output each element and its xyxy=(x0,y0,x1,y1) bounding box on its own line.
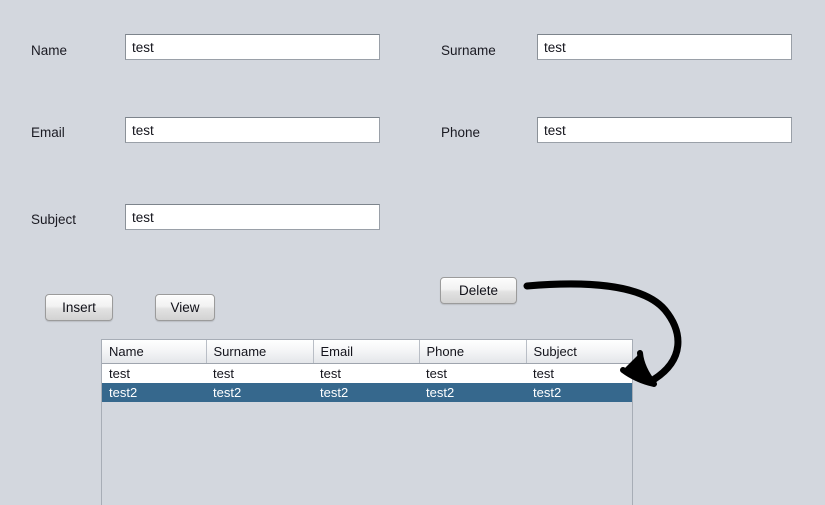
cell-surname: test2 xyxy=(206,383,313,402)
table-row-selected[interactable]: test2 test2 test2 test2 test2 xyxy=(102,383,632,402)
name-label: Name xyxy=(31,43,68,58)
view-button[interactable]: View xyxy=(155,294,215,321)
column-header-surname[interactable]: Surname xyxy=(206,340,314,364)
column-header-email[interactable]: Email xyxy=(313,340,420,364)
cell-email: test xyxy=(313,363,419,383)
email-input[interactable] xyxy=(125,117,380,143)
surname-input[interactable] xyxy=(537,34,792,60)
name-input[interactable] xyxy=(125,34,380,60)
column-header-phone[interactable]: Phone xyxy=(419,340,527,364)
column-header-subject[interactable]: Subject xyxy=(526,340,632,364)
cell-name: test xyxy=(102,363,206,383)
delete-button[interactable]: Delete xyxy=(440,277,517,304)
cell-name: test2 xyxy=(102,383,206,402)
email-label: Email xyxy=(31,125,65,140)
records-grid[interactable]: Name Surname Email Phone Subject test te… xyxy=(101,339,633,505)
subject-input[interactable] xyxy=(125,204,380,230)
table-row[interactable]: test test test test test xyxy=(102,363,632,383)
subject-label: Subject xyxy=(31,212,77,227)
cell-phone: test2 xyxy=(419,383,526,402)
table-header: Name Surname Email Phone Subject xyxy=(102,340,632,364)
phone-input[interactable] xyxy=(537,117,792,143)
table-body: test test test test test test2 test2 tes… xyxy=(102,363,632,402)
cell-subject: test2 xyxy=(526,383,632,402)
insert-button[interactable]: Insert xyxy=(45,294,113,321)
phone-label: Phone xyxy=(441,125,481,140)
cell-email: test2 xyxy=(313,383,419,402)
cell-surname: test xyxy=(206,363,313,383)
cell-phone: test xyxy=(419,363,526,383)
cell-subject: test xyxy=(526,363,632,383)
column-header-name[interactable]: Name xyxy=(102,340,207,364)
table-header-row: Name Surname Email Phone Subject xyxy=(102,340,632,364)
surname-label: Surname xyxy=(441,43,496,58)
records-table: Name Surname Email Phone Subject test te… xyxy=(102,340,632,402)
